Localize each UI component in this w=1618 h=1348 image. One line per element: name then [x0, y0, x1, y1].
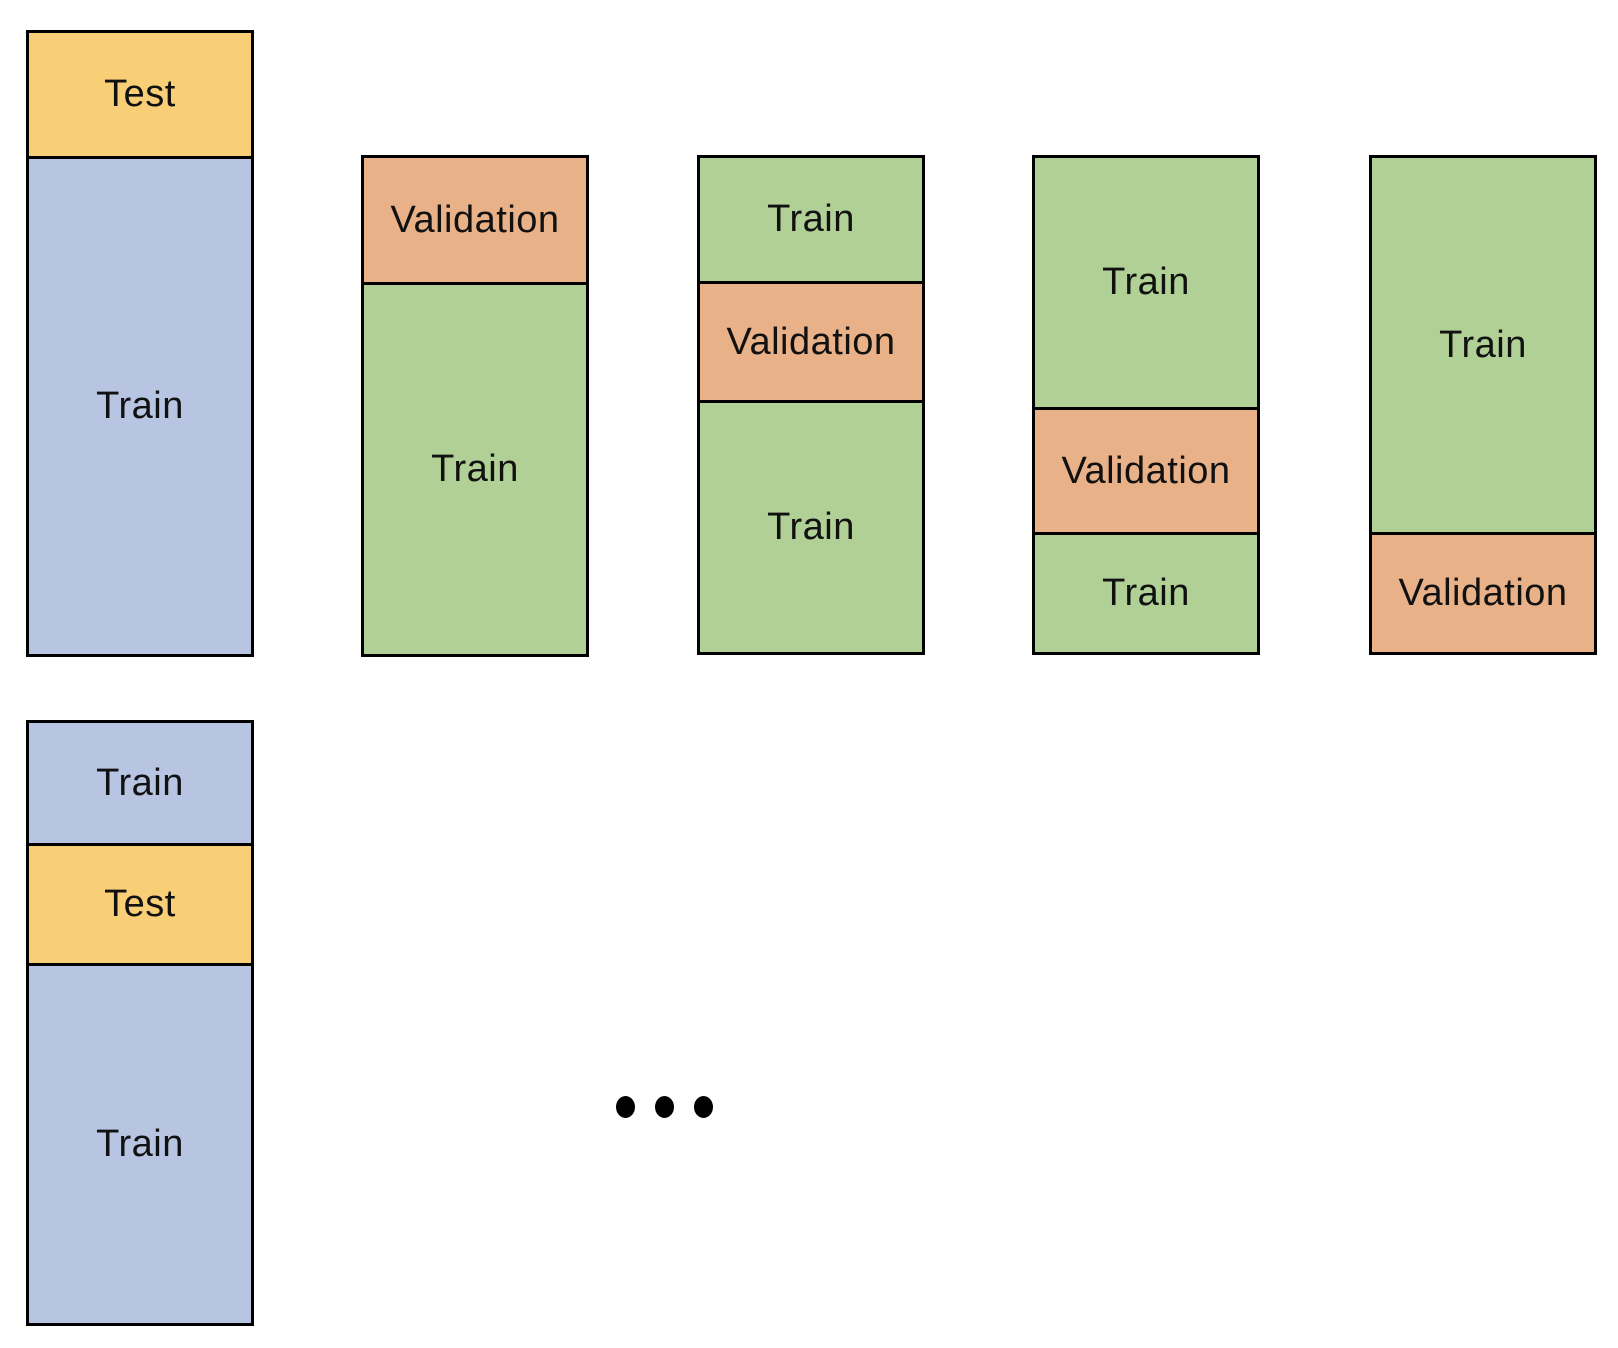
test-segment: Test: [29, 843, 251, 963]
train-segment: Train: [700, 400, 922, 652]
validation-segment: Validation: [1035, 407, 1257, 532]
train-segment: Train: [1035, 532, 1257, 652]
test-segment: Test: [29, 33, 251, 156]
train-segment: Train: [29, 156, 251, 654]
validation-segment: Validation: [1372, 532, 1594, 652]
train-segment: Train: [29, 723, 251, 843]
inner-fold-1: Validation Train: [361, 155, 589, 657]
ellipsis-dot: [655, 1096, 674, 1118]
inner-fold-3: Train Validation Train: [1032, 155, 1260, 655]
validation-segment: Validation: [364, 158, 586, 282]
ellipsis-icon: [616, 1096, 713, 1118]
train-segment: Train: [29, 963, 251, 1323]
train-segment: Train: [1035, 158, 1257, 407]
train-segment: Train: [1372, 158, 1594, 532]
validation-segment: Validation: [700, 281, 922, 400]
ellipsis-dot: [694, 1096, 713, 1118]
train-segment: Train: [364, 282, 586, 654]
train-segment: Train: [700, 158, 922, 281]
inner-fold-2: Train Validation Train: [697, 155, 925, 655]
outer-split-1: Test Train: [26, 30, 254, 657]
inner-fold-4: Train Validation: [1369, 155, 1597, 655]
outer-split-2: Train Test Train: [26, 720, 254, 1326]
ellipsis-dot: [616, 1096, 635, 1118]
